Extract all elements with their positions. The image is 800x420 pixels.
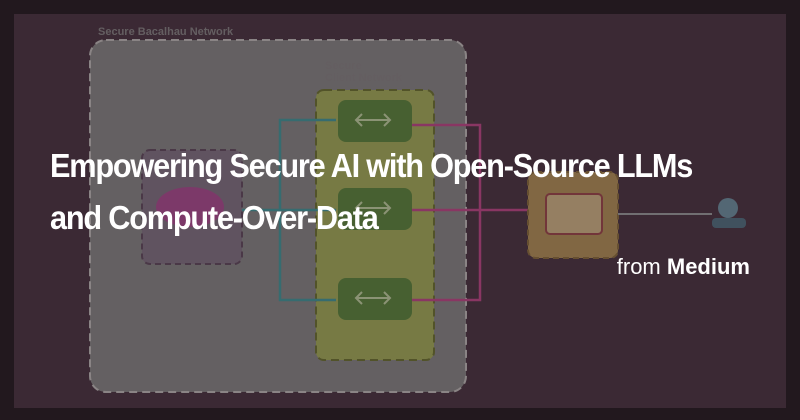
attribution-source[interactable]: Medium	[666, 254, 750, 279]
user-icon	[712, 198, 746, 228]
data-cloud-icon	[156, 187, 224, 227]
node-icon	[338, 188, 412, 230]
client-network-label: Secure Client Network	[325, 60, 445, 84]
pink-link	[412, 123, 530, 302]
firewall-icon	[545, 193, 603, 235]
source-attribution: from Medium	[617, 254, 750, 280]
client-network-label-line2: Client Network	[325, 72, 403, 84]
node-icon	[338, 100, 412, 142]
article-title[interactable]: Empowering Secure AI with Open-Source LL…	[50, 147, 693, 236]
attribution-prefix: from	[616, 254, 661, 279]
outer-network-label: Secure Bacalhau Network	[98, 26, 234, 38]
teal-link	[242, 118, 336, 302]
client-network-label-line1: Secure	[325, 60, 362, 72]
node-icon	[338, 278, 412, 320]
